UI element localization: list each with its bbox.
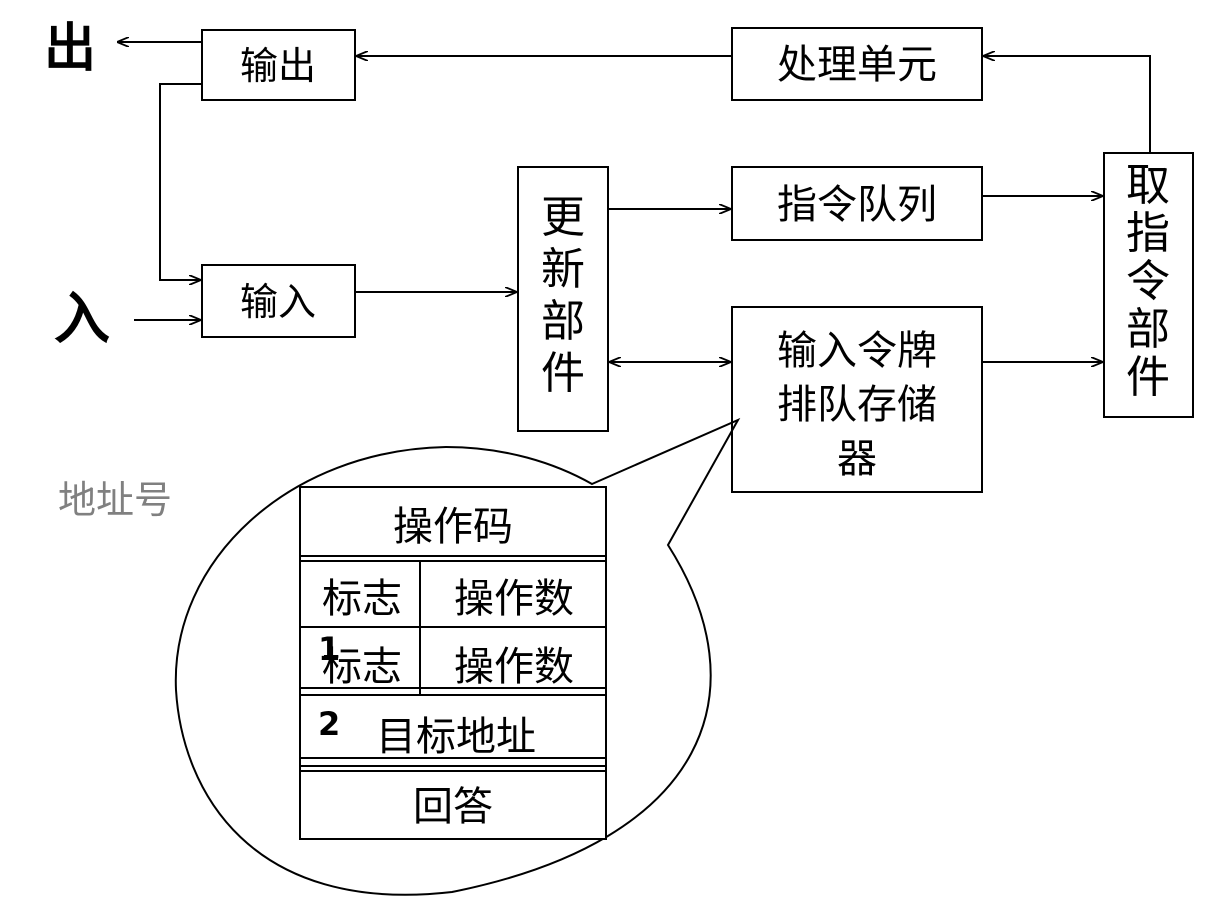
output-label: 输出 bbox=[240, 44, 316, 88]
token-format-callout-bubble bbox=[174, 417, 741, 896]
processing-unit-label: 处理单元 bbox=[777, 42, 937, 88]
input-block: 输入 bbox=[201, 264, 356, 338]
target-address-field: 目标地址 bbox=[376, 714, 536, 760]
operand2-field: 操作数 bbox=[454, 644, 574, 690]
fetch-unit-char: 件 bbox=[1126, 352, 1170, 403]
operand1-field: 操作数 bbox=[454, 576, 574, 622]
update-unit-char: 部 bbox=[541, 296, 585, 347]
output-block: 输出 bbox=[201, 29, 356, 101]
opcode-field: 操作码 bbox=[393, 504, 513, 550]
fetch-unit-block: 取 指 令 部 件 bbox=[1103, 152, 1194, 418]
input-label: 输入 bbox=[240, 280, 316, 324]
field-index-1: 1 bbox=[318, 630, 340, 668]
update-unit-char: 新 bbox=[541, 244, 585, 295]
fetch-unit-char: 指 bbox=[1126, 208, 1170, 259]
address-no-label: 地址号 bbox=[58, 478, 172, 522]
processing-unit-block: 处理单元 bbox=[731, 27, 983, 101]
fetch-unit-char: 令 bbox=[1126, 256, 1170, 307]
instruction-queue-block: 指令队列 bbox=[731, 166, 983, 241]
flag1-field: 标志 bbox=[322, 576, 402, 622]
token-queue-memory-line: 输入令牌 bbox=[777, 328, 937, 374]
token-queue-memory-line: 排队存储 bbox=[777, 382, 937, 428]
reply-field: 回答 bbox=[413, 784, 493, 830]
instruction-queue-label: 指令队列 bbox=[777, 182, 937, 228]
out-label: 出 bbox=[44, 19, 96, 79]
update-unit-char: 件 bbox=[541, 348, 585, 399]
token-queue-memory-line: 器 bbox=[837, 436, 877, 482]
fetch-unit-char: 取 bbox=[1126, 160, 1170, 211]
arrow-fetch-to-processing bbox=[984, 56, 1151, 153]
token-queue-memory-block: 输入令牌 排队存储 器 bbox=[731, 306, 983, 493]
update-unit-block: 更 新 部 件 bbox=[517, 166, 609, 432]
arrow-output-loop-to-input bbox=[159, 83, 202, 280]
update-unit-char: 更 bbox=[541, 192, 585, 243]
token-format-table: 操作码 标志 操作数 1 标志 操作数 2 目标地址 回答 bbox=[299, 486, 607, 840]
field-index-2: 2 bbox=[318, 705, 340, 743]
flag2-field: 标志 bbox=[322, 644, 402, 690]
in-label: 入 bbox=[54, 287, 110, 352]
fetch-unit-char: 部 bbox=[1126, 304, 1170, 355]
